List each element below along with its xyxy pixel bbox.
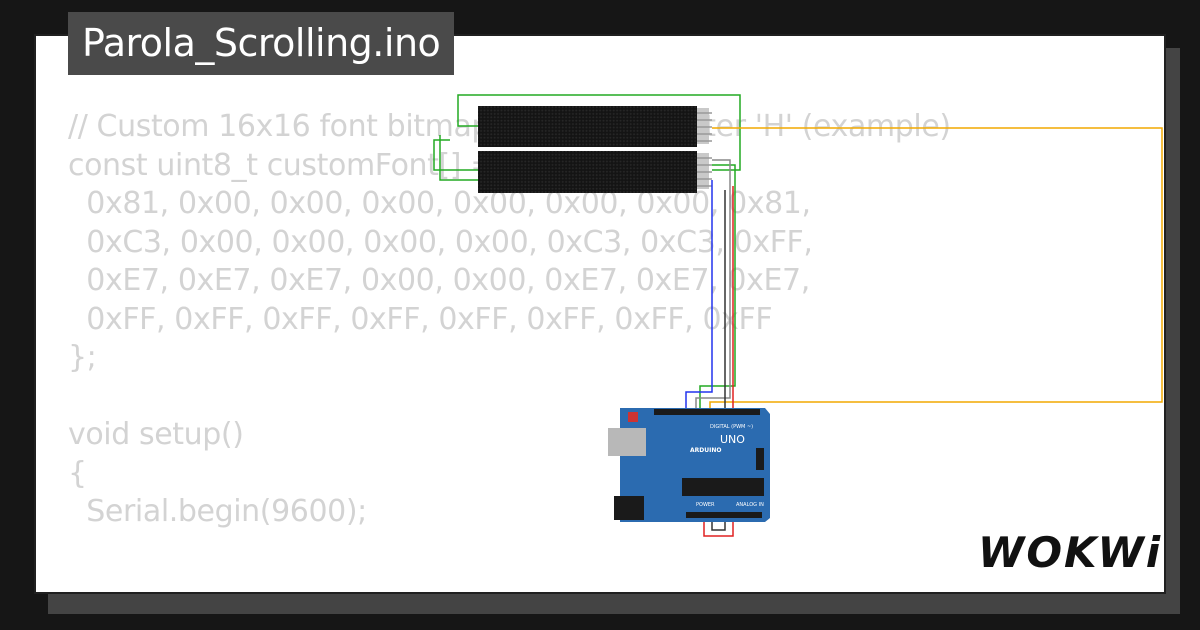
wire-orange xyxy=(709,127,1163,410)
board-model-label: UNO xyxy=(720,433,745,446)
power-jack xyxy=(614,496,644,520)
wire-black xyxy=(711,190,726,531)
board-digital-label: DIGITAL (PWM ~) xyxy=(710,424,753,430)
board-power-label: POWER xyxy=(696,502,715,508)
atmega-chip xyxy=(682,478,764,496)
wires xyxy=(433,94,1163,537)
led-matrix-bottom[interactable] xyxy=(478,151,712,193)
code-line: 0x81, 0x00, 0x00, 0x00, 0x00, 0x00, 0x00… xyxy=(68,186,811,221)
sketch-title: Parola_Scrolling.ino xyxy=(68,12,455,75)
wire-green-left-2 xyxy=(439,135,478,181)
wire-red xyxy=(703,186,734,537)
reset-button xyxy=(628,412,638,422)
icsp-header xyxy=(756,448,764,470)
code-line: }; xyxy=(68,340,97,375)
wokwi-logo: WOKWi xyxy=(978,528,1163,577)
led-matrix-top[interactable] xyxy=(478,106,712,147)
code-line: 0xFF, 0xFF, 0xFF, 0xFF, 0xFF, 0xFF, 0xFF… xyxy=(68,301,773,337)
arduino-uno-board[interactable]: UNO ARDUINO DIGITAL (PWM ~) ANALOG IN PO… xyxy=(608,408,770,522)
code-line: Serial.begin(9600); xyxy=(68,494,367,529)
usb-port xyxy=(608,428,646,456)
wire-blue xyxy=(685,180,713,410)
board-brand-label: ARDUINO xyxy=(690,447,721,454)
code-line: 0xE7, 0xE7, 0xE7, 0x00, 0x00, 0xE7, 0xE7… xyxy=(68,263,810,298)
code-line: { xyxy=(68,455,87,491)
wire-gray xyxy=(695,159,731,410)
code-line: void setup() xyxy=(68,417,244,452)
board-analog-label: ANALOG IN xyxy=(736,502,764,508)
digital-header xyxy=(654,409,760,415)
code-line: 0xC3, 0x00, 0x00, 0x00, 0x00, 0xC3, 0xC3… xyxy=(68,224,813,260)
wire-green-board xyxy=(699,164,736,410)
analog-header xyxy=(686,512,762,518)
wire-green-left xyxy=(433,139,478,171)
